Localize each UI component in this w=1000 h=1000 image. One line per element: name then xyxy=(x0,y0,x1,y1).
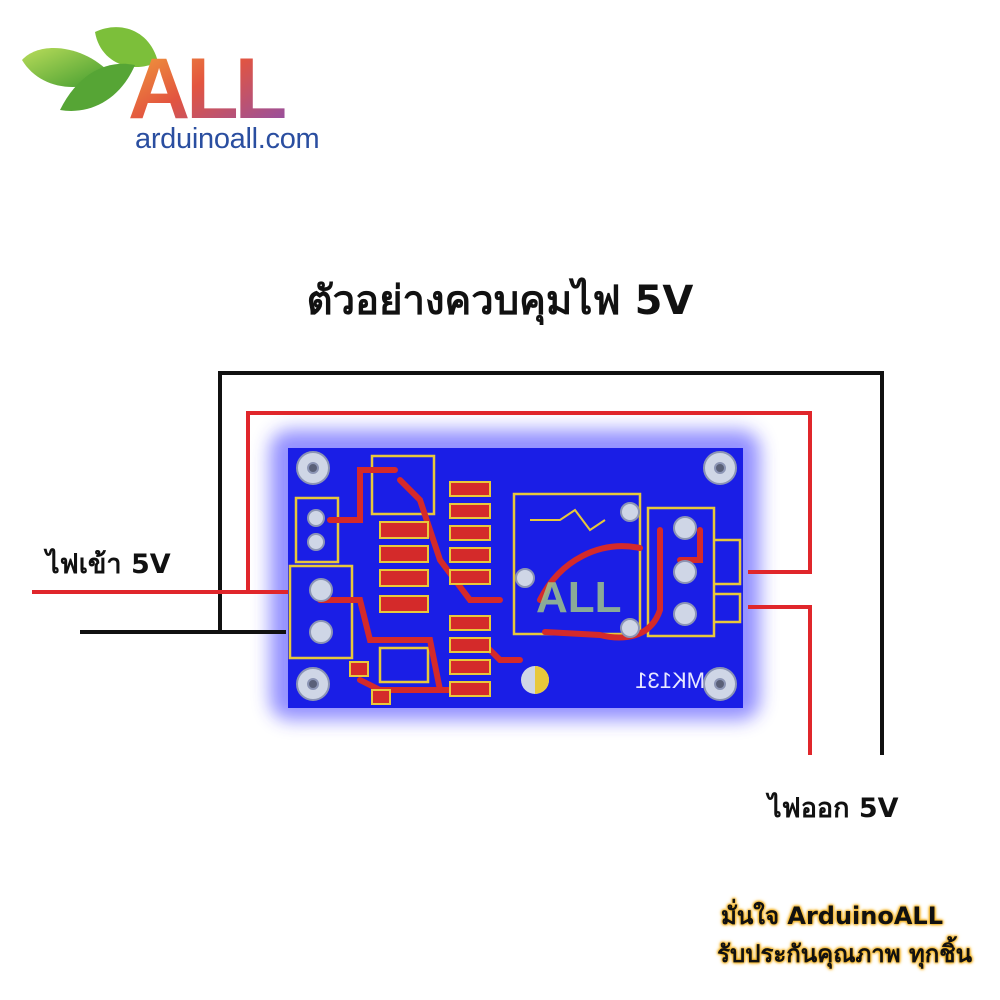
input-terminal xyxy=(309,578,333,644)
relay-board: ALL MK131 xyxy=(288,448,743,708)
promo-line-2: รับประกันคุณภาพ ทุกชิ้น xyxy=(717,940,972,968)
jumper-pins xyxy=(307,509,325,551)
brand-logo: ALL xyxy=(22,27,289,137)
promo-line-1: มั่นใจ ArduinoALL xyxy=(721,902,943,930)
logo-domain: arduinoall.com xyxy=(135,123,320,155)
board-marking-group: MK131 xyxy=(635,668,705,693)
red-wire-output xyxy=(748,605,812,755)
silkscreen xyxy=(288,454,716,684)
logo-brand: ALL xyxy=(128,41,285,137)
smd-pads xyxy=(349,481,491,705)
output-power-label: ไฟออก 5V xyxy=(768,793,899,824)
leaf-icon xyxy=(22,27,158,111)
relay-pads xyxy=(515,502,640,638)
black-wire-loop xyxy=(218,371,884,755)
red-wire-loop xyxy=(246,411,812,592)
board-watermark: ALL xyxy=(536,573,622,622)
diagram-title: ตัวอย่างควบคุมไฟ 5V xyxy=(306,278,694,324)
wires xyxy=(32,371,884,755)
board-marking: MK131 xyxy=(635,668,705,693)
capacitor-mark xyxy=(521,666,549,694)
output-terminal xyxy=(673,516,742,626)
input-power-label: ไฟเข้า 5V xyxy=(46,549,171,580)
mounting-holes xyxy=(296,451,737,701)
